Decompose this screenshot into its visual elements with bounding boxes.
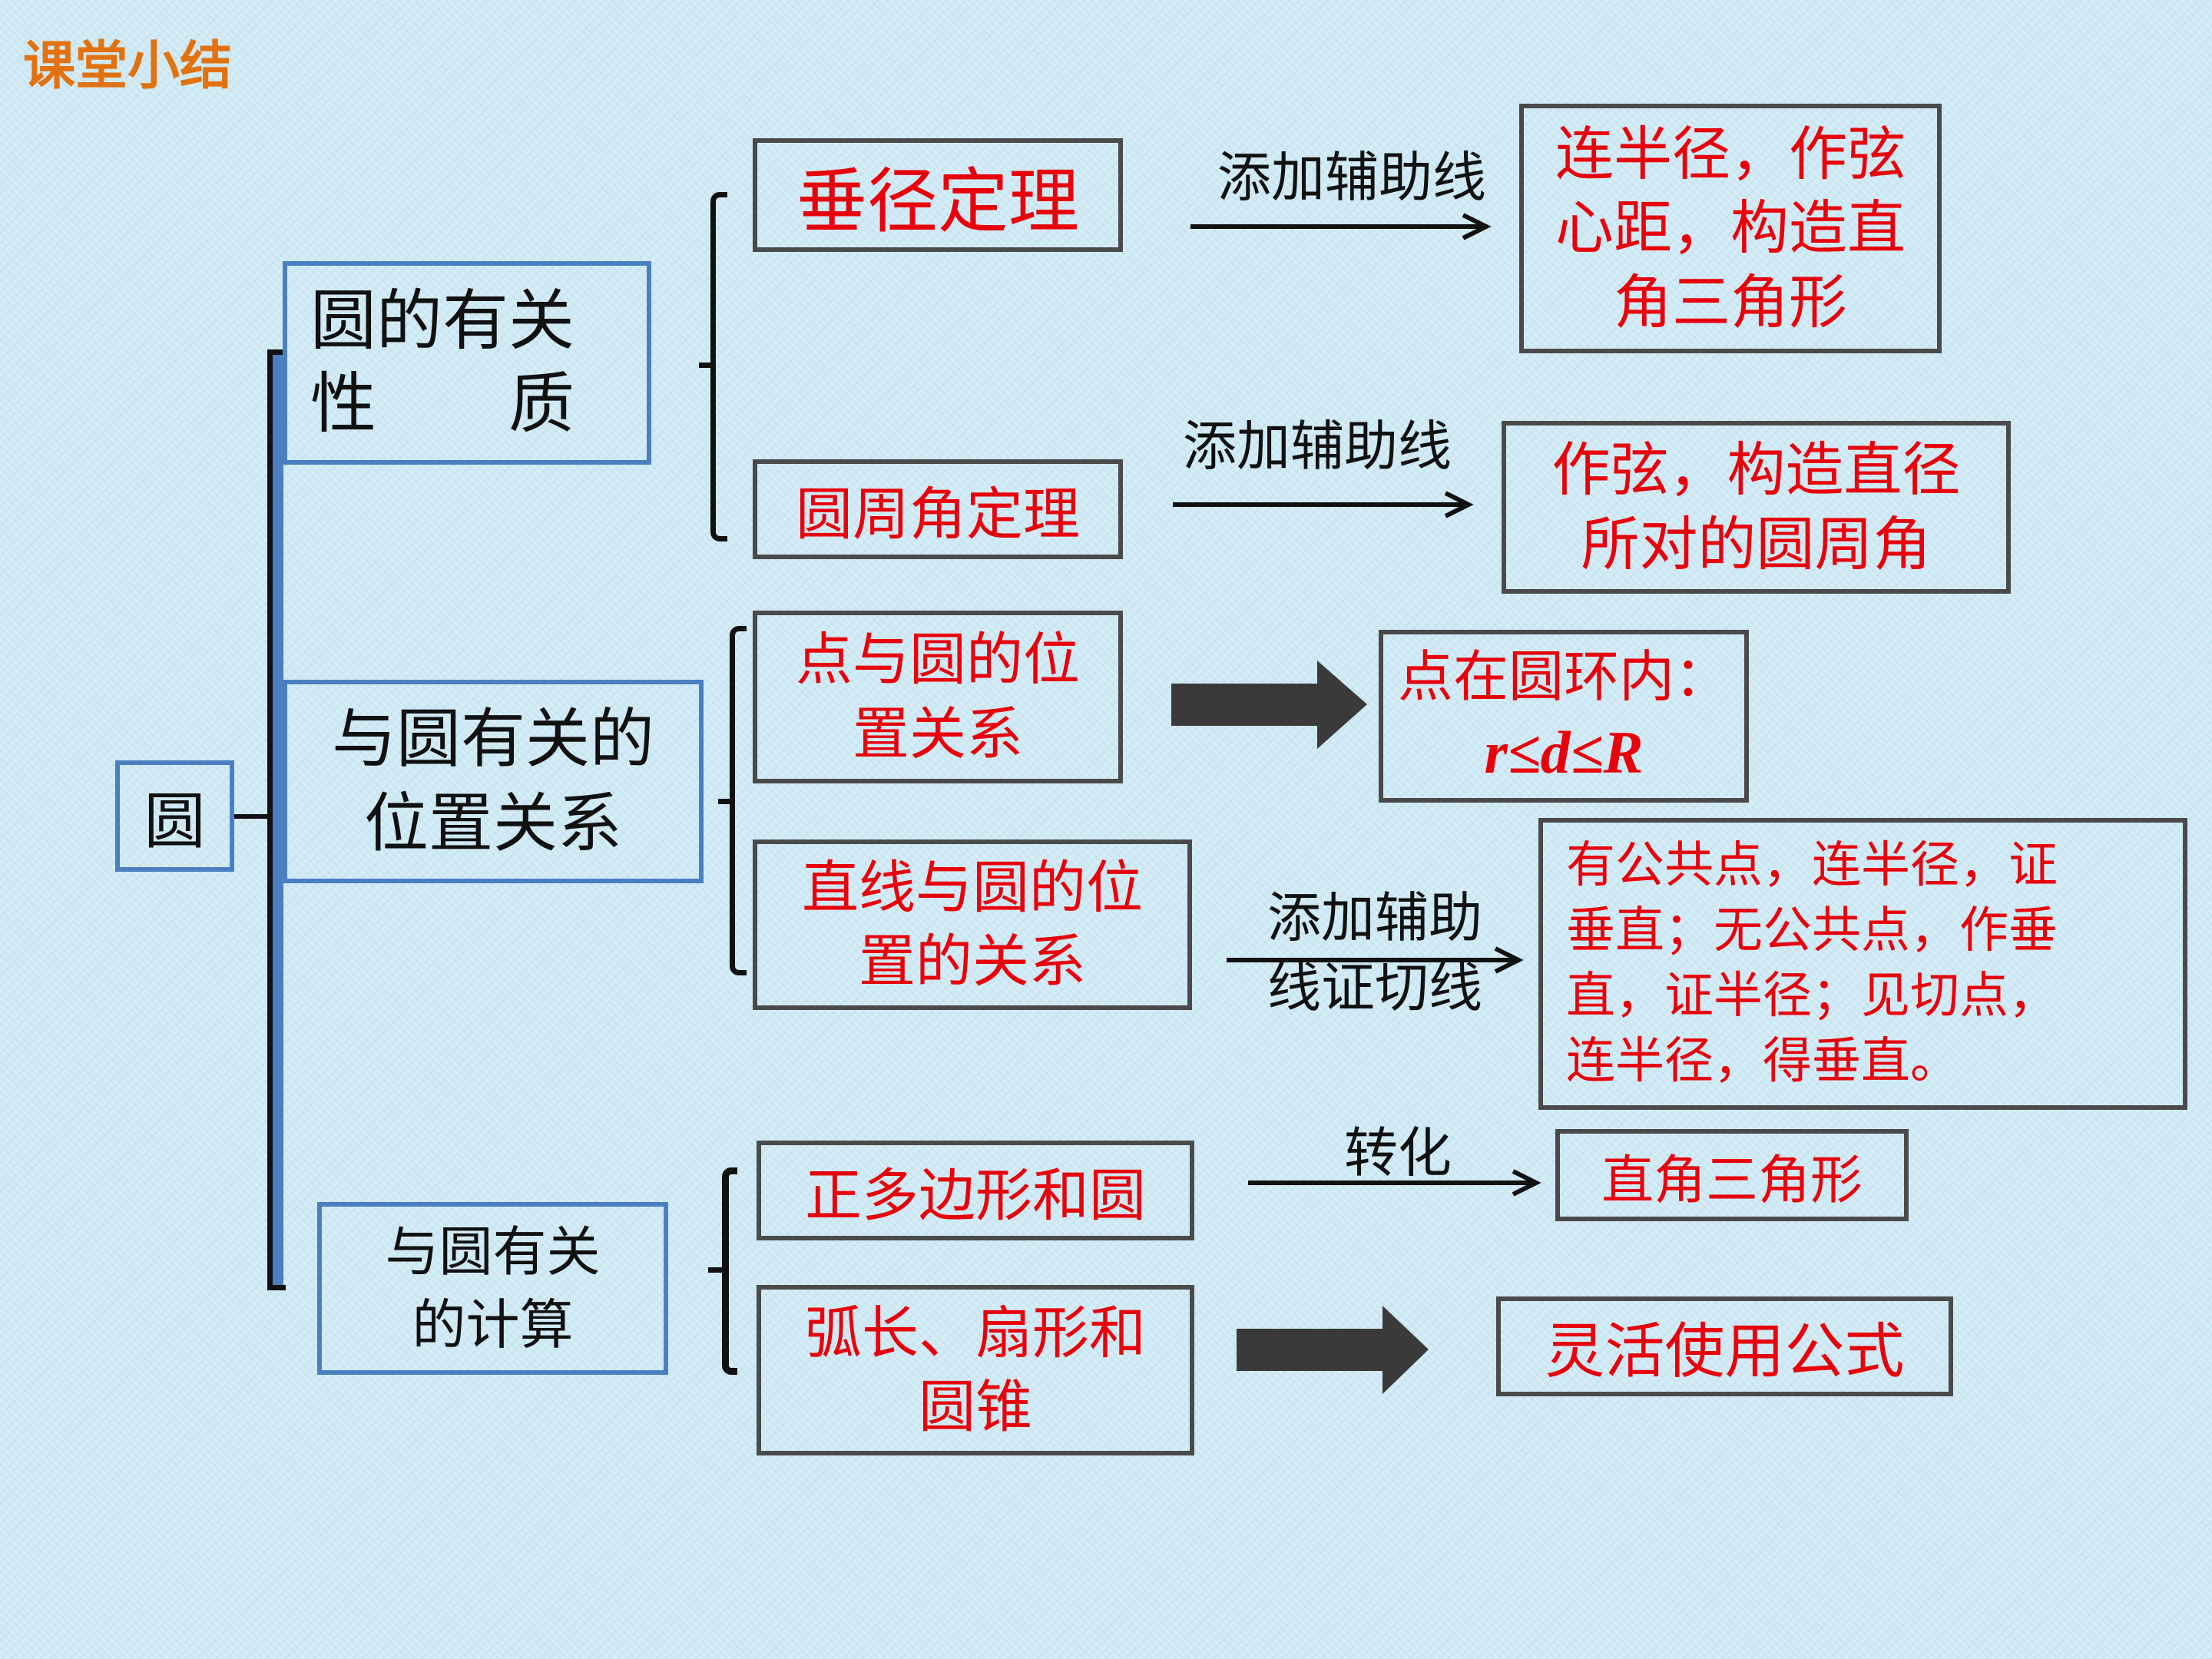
group-properties-label: 圆的有关 性 质 [310,283,575,442]
arrow-block-1 [1171,661,1367,749]
arrow-thin-2 [1173,491,1474,518]
trunk-bottom-cap [267,1285,286,1290]
result-point-in-ring-formula: r≤d≤R [1484,718,1644,786]
result-point-in-ring-label: 点在圆环内： [1397,644,1730,709]
topic-perpendicular-diameter-label: 垂径定理 [796,160,1079,243]
group-calculations-label: 与圆有关 的计算 [385,1220,601,1356]
topic-arc-sector-cone: 弧长、扇形和 圆锥 [757,1285,1194,1455]
topic-perpendicular-diameter: 垂径定理 [753,138,1123,252]
result-right-triangle: 直角三角形 [1555,1129,1909,1221]
arrow-label-1: 添加辅助线 [1217,146,1486,209]
result-tangent-proof-label: 有公共点，连半径，证 垂直；无公共点，作垂 直，证半径；见切点， 连半径，得垂直… [1566,836,2058,1091]
result-diameter-inscribed-angle: 作弦，构造直径 所对的圆周角 [1502,421,2011,594]
group-positions-label: 与圆有关的 位置关系 [331,701,654,861]
topic-regular-polygon: 正多边形和圆 [757,1141,1194,1240]
result-use-formulas: 灵活使用公式 [1496,1296,1953,1396]
main-trunk [273,349,283,1290]
bracket-properties-tick [699,363,714,368]
slide-title: 课堂小结 [23,36,233,97]
topic-point-circle: 点与圆的位 置关系 [753,611,1123,783]
group-calculations: 与圆有关 的计算 [317,1202,668,1375]
root-node: 圆 [115,760,234,872]
bracket-calculations-tick [708,1267,725,1273]
root-connector [234,814,273,819]
result-use-formulas-label: 灵活使用公式 [1545,1317,1905,1386]
result-diameter-inscribed-angle-label: 作弦，构造直径 所对的圆周角 [1551,435,1961,578]
group-properties: 圆的有关 性 质 [283,261,651,465]
topic-regular-polygon-label: 正多边形和圆 [805,1162,1146,1229]
arrow-block-2 [1237,1306,1429,1394]
arrow-thin-3 [1227,946,1524,974]
result-construct-right-triangle-label: 连半径，作弦 心距，构造直 角三角形 [1555,119,1906,336]
arrow-label-4: 转化 [1344,1121,1452,1184]
arrow-label-2: 添加辅助线 [1183,415,1452,478]
arrow-label-3: 添加辅助 线证切线 [1267,886,1482,1019]
topic-arc-sector-cone-label: 弧长、扇形和 圆锥 [805,1300,1146,1440]
topic-point-circle-label: 点与圆的位 置关系 [796,627,1080,767]
bracket-positions-tick [718,799,733,804]
arrow-thin-4 [1248,1169,1541,1197]
arrow-thin-1 [1190,213,1492,240]
topic-inscribed-angle-label: 圆周角定理 [796,481,1080,548]
root-label: 圆 [144,785,206,857]
group-positions: 与圆有关的 位置关系 [283,680,704,883]
result-point-in-ring: 点在圆环内： r≤d≤R [1379,630,1749,803]
trunk-outline [267,349,273,1290]
topic-line-circle-label: 直线与圆的位 置的关系 [802,854,1143,995]
result-tangent-proof: 有公共点，连半径，证 垂直；无公共点，作垂 直，证半径；见切点， 连半径，得垂直… [1538,818,2187,1110]
bracket-calculations [722,1167,737,1375]
trunk-top-cap [267,349,286,355]
result-right-triangle-label: 直角三角形 [1601,1150,1863,1211]
topic-inscribed-angle: 圆周角定理 [753,459,1123,559]
topic-line-circle: 直线与圆的位 置的关系 [753,839,1192,1010]
result-construct-right-triangle: 连半径，作弦 心距，构造直 角三角形 [1519,104,1942,353]
